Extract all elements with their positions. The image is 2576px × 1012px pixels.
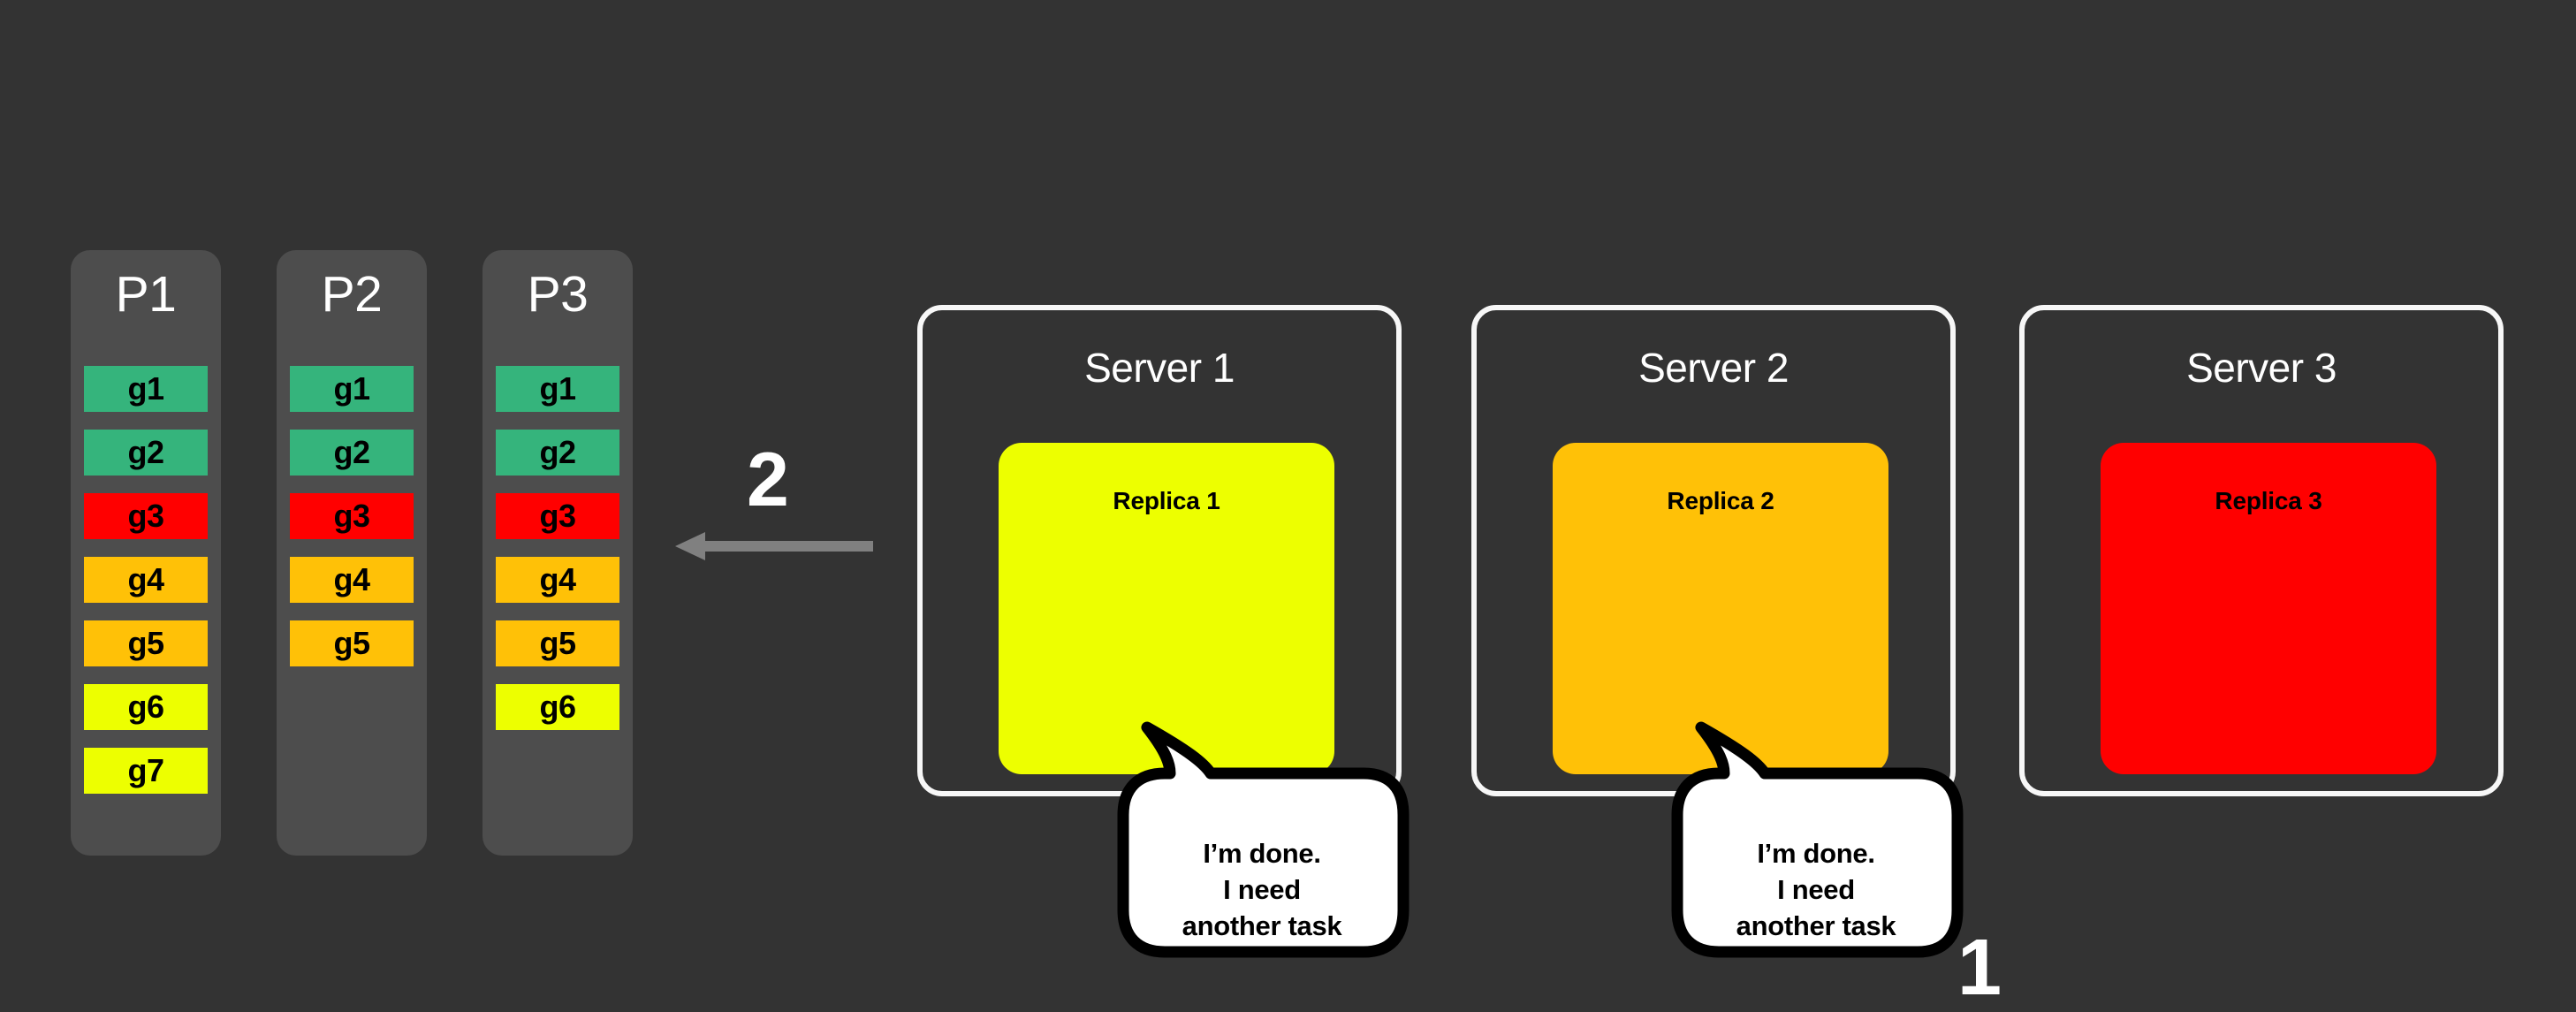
speech-bubble-text: I’m done. I need another task (1112, 835, 1412, 945)
speech-bubble-shape (1117, 721, 1410, 958)
replica-box-1[interactable]: Replica 1 (999, 443, 1334, 774)
speech-bubble-text: I’m done. I need another task (1666, 835, 1966, 945)
task-slot[interactable]: g4 (84, 557, 208, 603)
task-slot[interactable]: g5 (290, 620, 414, 666)
task-slot[interactable]: g2 (290, 430, 414, 476)
task-slot[interactable]: g7 (84, 748, 208, 794)
task-slot[interactable]: g4 (496, 557, 619, 603)
replica-box-3[interactable]: Replica 3 (2101, 443, 2436, 774)
task-slot[interactable]: g6 (496, 684, 619, 730)
bubble-line: I’m done. (1203, 838, 1321, 869)
task-slot[interactable]: g4 (290, 557, 414, 603)
partition-title: P1 (115, 266, 177, 323)
task-slot[interactable]: g3 (496, 493, 619, 539)
task-slot[interactable]: g3 (84, 493, 208, 539)
task-slot[interactable]: g5 (496, 620, 619, 666)
partition-slot-stack: g1 g2 g3 g4 g5 (290, 366, 414, 684)
replica-label: Replica 2 (1667, 487, 1774, 514)
partition-column-p3[interactable]: P3 g1 g2 g3 g4 g5 g6 (483, 250, 633, 856)
step-number-1: 1 (1957, 924, 2002, 1012)
task-slot[interactable]: g2 (496, 430, 619, 476)
partition-column-p2[interactable]: P2 g1 g2 g3 g4 g5 (277, 250, 427, 856)
task-slot[interactable]: g1 (84, 366, 208, 412)
server-title: Server 2 (1638, 345, 1789, 391)
replica-box-2[interactable]: Replica 2 (1553, 443, 1888, 774)
server-title: Server 1 (1084, 345, 1235, 391)
speech-bubble-shape (1671, 721, 1964, 958)
partition-slot-stack: g1 g2 g3 g4 g5 g6 (496, 366, 619, 748)
task-slot[interactable]: g5 (84, 620, 208, 666)
speech-bubble-server-2[interactable]: I’m done. I need another task (1666, 721, 1966, 968)
bubble-line: another task (1182, 910, 1342, 942)
task-slot[interactable]: g3 (290, 493, 414, 539)
arrow-left-icon (675, 532, 873, 560)
speech-bubble-server-1[interactable]: I’m done. I need another task (1112, 721, 1412, 968)
partition-title: P2 (321, 266, 383, 323)
partition-slot-stack: g1 g2 g3 g4 g5 g6 g7 (84, 366, 208, 811)
server-title: Server 3 (2186, 345, 2337, 391)
bubble-line: another task (1736, 910, 1896, 942)
bubble-line: I need (1777, 874, 1855, 906)
replica-label: Replica 1 (1113, 487, 1220, 514)
task-slot[interactable]: g1 (496, 366, 619, 412)
task-slot[interactable]: g1 (290, 366, 414, 412)
task-slot[interactable]: g2 (84, 430, 208, 476)
server-box-3[interactable]: Server 3 Replica 3 (2019, 305, 2504, 796)
task-slot[interactable]: g6 (84, 684, 208, 730)
partition-title: P3 (527, 266, 589, 323)
server-box-1[interactable]: Server 1 Replica 1 (917, 305, 1402, 796)
bubble-line: I’m done. (1757, 838, 1875, 869)
bubble-line: I need (1223, 874, 1301, 906)
step-number-2: 2 (747, 438, 789, 522)
replica-label: Replica 3 (2215, 487, 2322, 514)
partition-column-p1[interactable]: P1 g1 g2 g3 g4 g5 g6 g7 (71, 250, 221, 856)
server-box-2[interactable]: Server 2 Replica 2 (1471, 305, 1956, 796)
